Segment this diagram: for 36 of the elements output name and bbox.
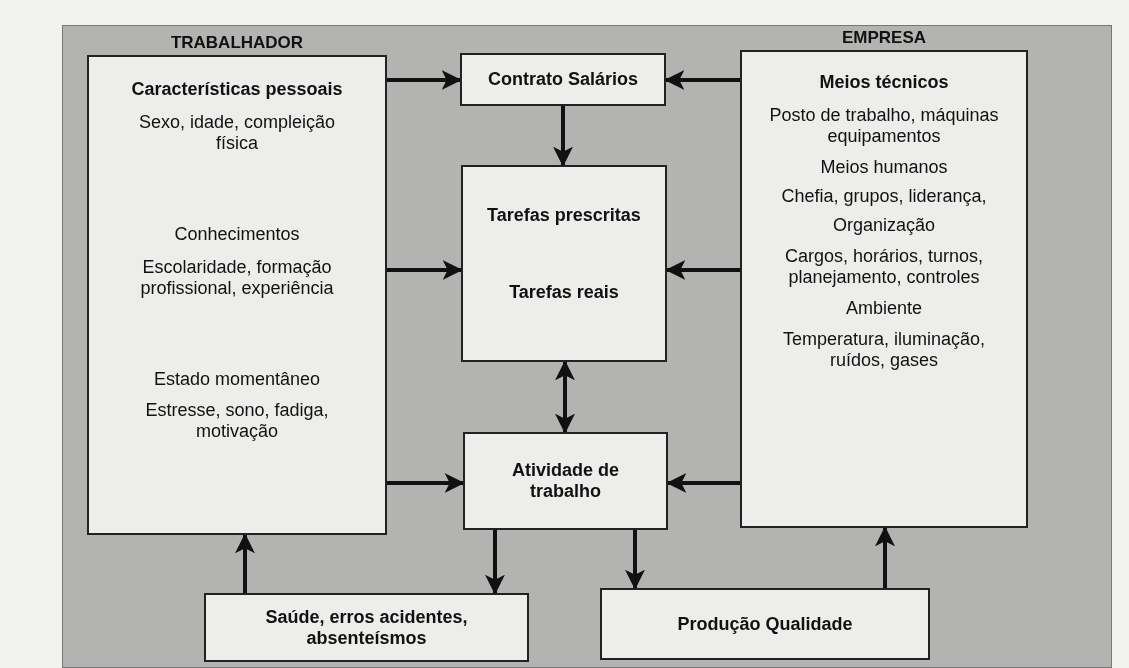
arrow — [387, 70, 462, 90]
section-text: Meios humanos — [819, 157, 949, 178]
process-box — [600, 588, 930, 660]
box-label: Contrato Salários — [487, 69, 639, 90]
section-text: Posto de trabalho, máquinas equipamentos — [768, 105, 1000, 147]
section-text: Estado momentâneo — [152, 369, 322, 390]
arrow — [387, 260, 463, 280]
process-box — [204, 593, 529, 662]
group-heading: TRABALHADOR — [169, 32, 305, 54]
box-label: Atividade de trabalho — [511, 460, 620, 502]
section-heading: Características pessoais — [130, 79, 344, 100]
process-box — [460, 53, 666, 106]
arrow — [625, 530, 645, 590]
arrow — [553, 106, 573, 167]
section-text: Conhecimentos — [173, 224, 301, 245]
arrow — [387, 473, 465, 493]
arrow — [875, 526, 895, 588]
process-box — [463, 432, 668, 530]
box-label: Saúde, erros acidentes, absenteísmos — [264, 606, 469, 649]
section-heading: Tarefas prescritas — [486, 205, 642, 226]
arrow — [555, 360, 575, 434]
section-text: Cargos, horários, turnos, planejamento, controles — [783, 246, 985, 288]
section-text: Ambiente — [844, 298, 923, 319]
section-text: Organização — [831, 215, 937, 236]
section-text: Estresse, sono, fadiga, motivação — [144, 400, 330, 442]
section-heading: Tarefas reais — [508, 282, 620, 303]
box-label: Produção Qualidade — [676, 613, 854, 635]
process-box — [461, 165, 667, 362]
arrow — [485, 530, 505, 595]
section-text: Chefia, grupos, liderança, — [780, 186, 988, 207]
arrow — [235, 533, 255, 593]
section-text: Sexo, idade, compleição física — [137, 112, 337, 154]
section-text: Escolaridade, formação profissional, experiência — [139, 257, 335, 299]
section-heading: Meios técnicos — [818, 72, 950, 93]
group-heading: EMPRESA — [840, 27, 928, 49]
section-text: Temperatura, iluminação, ruídos, gases — [781, 329, 987, 371]
